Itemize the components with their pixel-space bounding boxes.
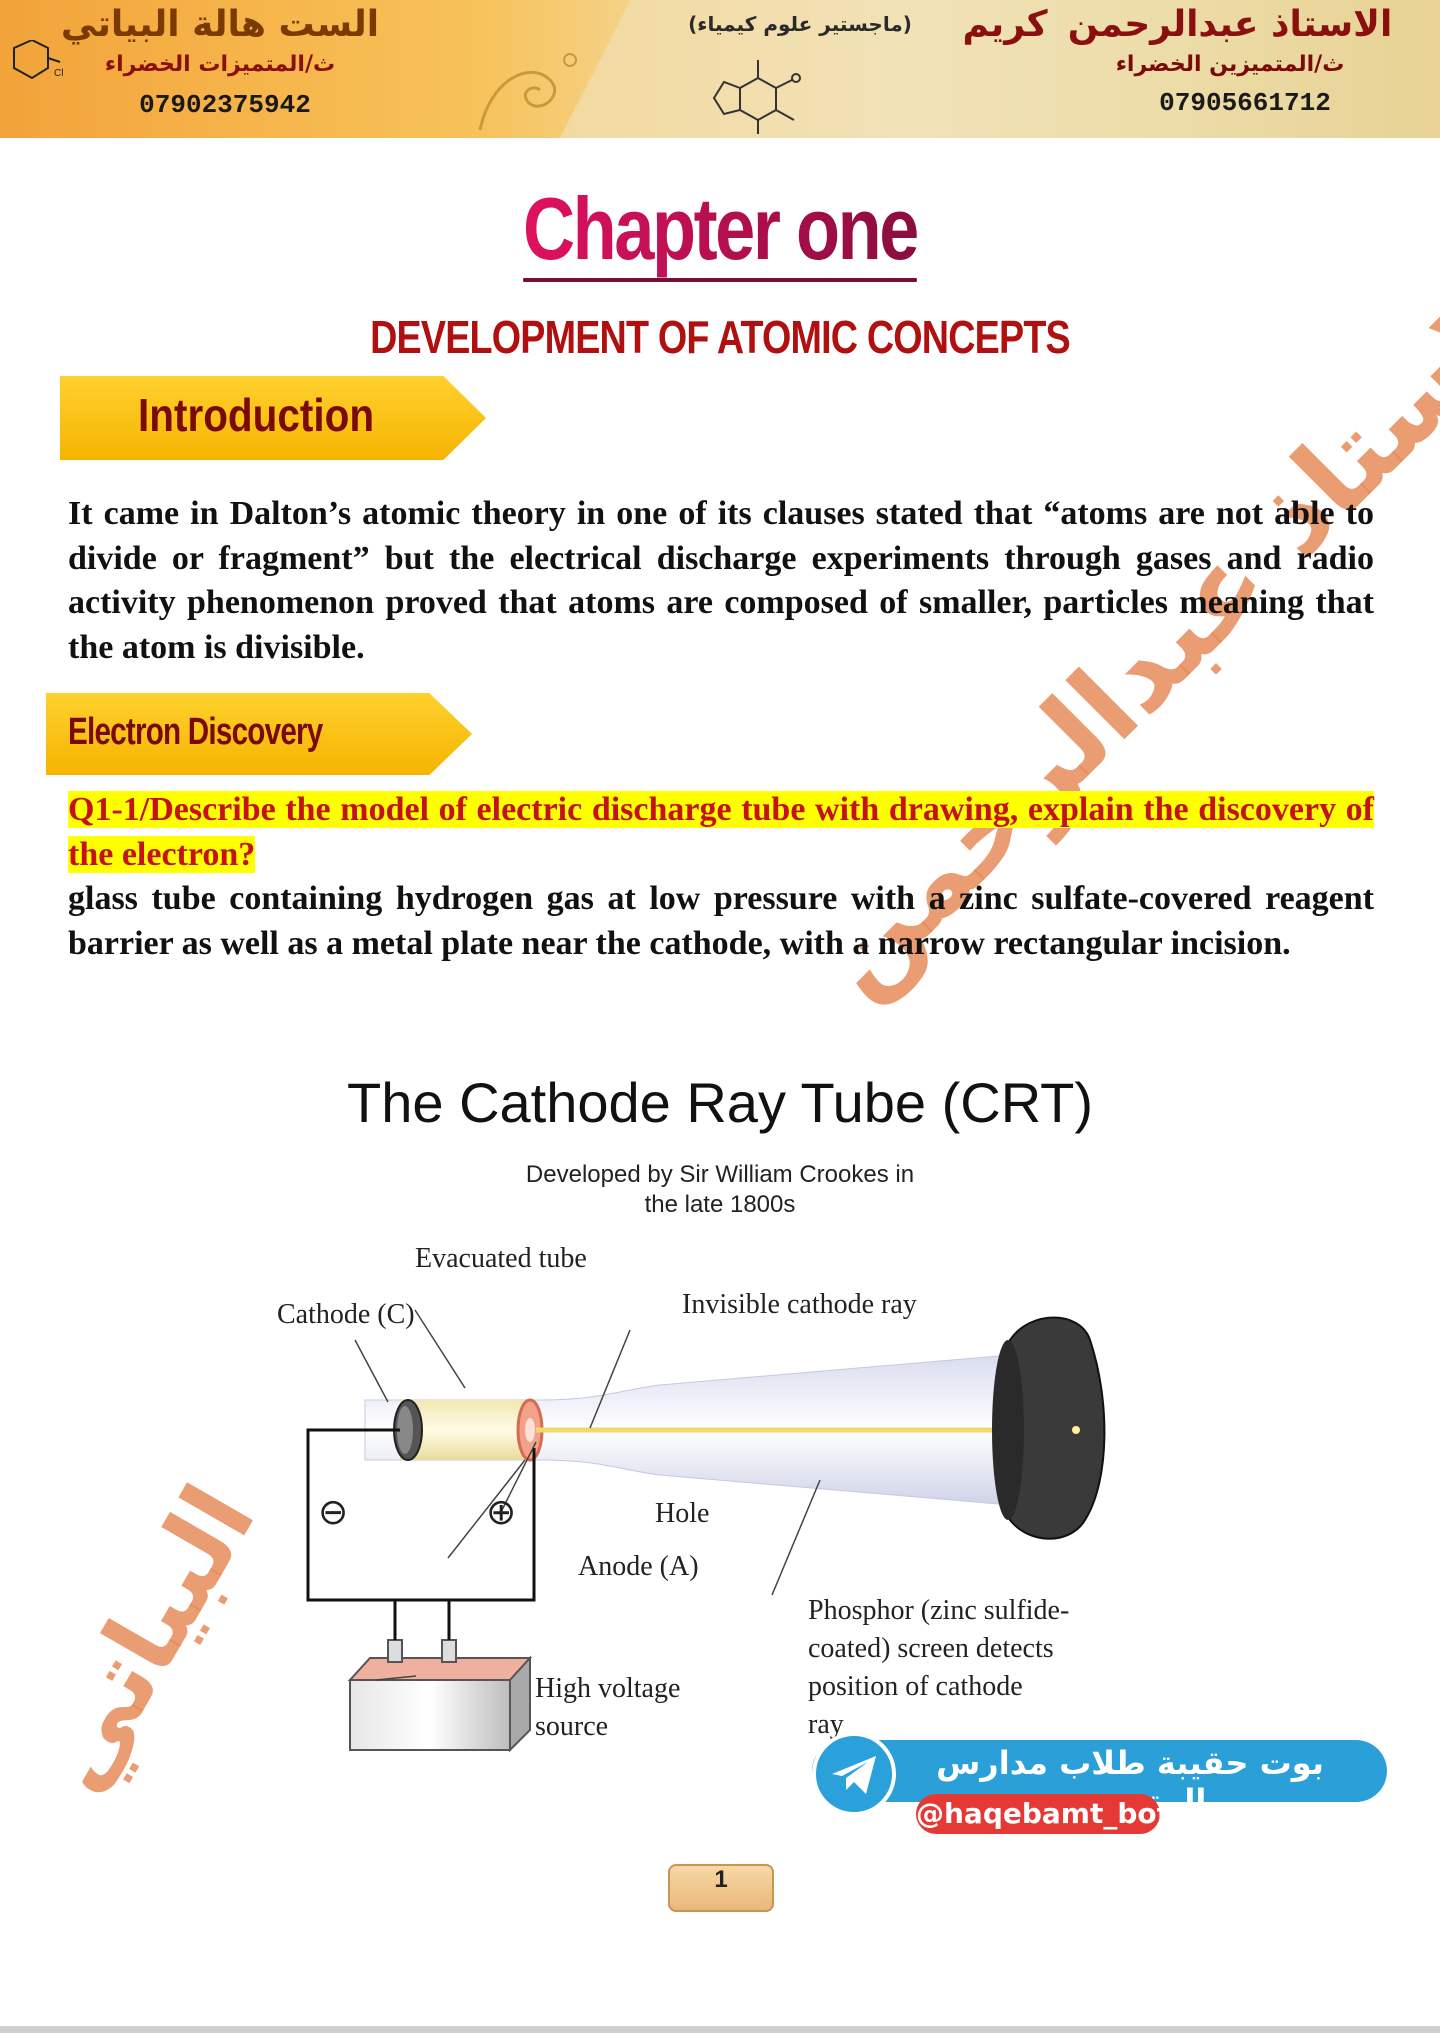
left-teacher-name: الست هالة البياتي	[60, 4, 380, 45]
screen-rim	[992, 1340, 1024, 1520]
answer-paragraph: glass tube containing hydrogen gas at lo…	[68, 880, 1374, 962]
label-anode: Anode (A)	[578, 1551, 699, 1582]
right-teacher-degree: (ماجستير علوم كيمياء)	[688, 12, 912, 36]
telegram-icon[interactable]	[812, 1732, 896, 1816]
label-high-voltage: High voltage source	[535, 1670, 680, 1746]
electron-discovery-label: Electron Discovery	[68, 711, 323, 753]
leader-phosphor	[771, 1479, 821, 1596]
benzene-ring-icon: Cl	[13, 40, 63, 80]
header-right-panel	[560, 0, 1440, 138]
left-school-name: ث/المتميزات الخضراء	[104, 52, 336, 77]
leader-ray	[589, 1329, 631, 1429]
introduction-paragraph: It came in Dalton’s atomic theory in one…	[68, 495, 1374, 666]
figure-subtitle-line1: Developed by Sir William Crookes in	[525, 1161, 915, 1188]
bottom-bar	[0, 2026, 1440, 2033]
label-phosphor: Phosphor (zinc sulfide- coated) screen d…	[808, 1592, 1069, 1744]
minus-symbol: ⊖	[318, 1492, 349, 1533]
leader-hv	[375, 1675, 417, 1681]
anode-hole	[525, 1418, 535, 1442]
leader-cathode	[354, 1339, 389, 1403]
ray-spot	[1072, 1426, 1080, 1434]
label-phosphor-line2: coated) screen detects	[808, 1633, 1054, 1664]
leader-evacuated	[414, 1309, 466, 1389]
molecule-structure-icon	[712, 60, 801, 134]
battery-terminal-negative	[387, 1639, 403, 1663]
introduction-label: Introduction	[138, 389, 375, 441]
left-phone-number: 07902375942	[139, 90, 311, 120]
right-phone-number: 07905661712	[1159, 88, 1331, 118]
label-phosphor-line1: Phosphor (zinc sulfide-	[808, 1595, 1070, 1626]
label-evacuated-tube: Evacuated tube	[415, 1243, 587, 1274]
label-cathode: Cathode (C)	[277, 1299, 415, 1330]
battery-body	[349, 1679, 511, 1751]
label-invisible-ray: Invisible cathode ray	[682, 1289, 917, 1320]
plus-symbol: ⊕	[486, 1492, 517, 1533]
svg-text:Cl: Cl	[54, 68, 63, 79]
watermark-side: البياتي	[11, 1466, 278, 1811]
leader-hole	[501, 1441, 537, 1511]
label-phosphor-line3: position of cathode	[808, 1671, 1023, 1702]
chapter-subtitle: DEVELOPMENT OF ATOMIC CONCEPTS	[370, 311, 1071, 363]
right-teacher-name: الاستاذ عبدالرحمن	[1067, 4, 1393, 45]
chapter-title: Chapter one	[130, 178, 1311, 282]
introduction-ribbon: Introduction	[60, 376, 486, 460]
question-text: Q1-1/Describe the model of electric disc…	[68, 788, 1374, 877]
telegram-bot-badge[interactable]	[812, 1740, 1387, 1802]
leader-anode	[447, 1459, 526, 1559]
page-number: 1	[668, 1864, 774, 1912]
figure-title: The Cathode Ray Tube (CRT)	[347, 1071, 1093, 1134]
crt-figure: The Cathode Ray Tube (CRT) Developed by …	[240, 1040, 1200, 1760]
crt-diagram	[306, 1309, 1106, 1753]
header-banner: Cl الست هالة البياتي ث/المتميزات الخضراء…	[0, 0, 1440, 138]
battery-terminal-positive	[441, 1639, 457, 1663]
phosphor-screen	[1009, 1316, 1106, 1540]
label-hv-line2: source	[535, 1711, 609, 1742]
chapter-title-text: Chapter one	[523, 179, 919, 282]
battery-side	[509, 1655, 531, 1753]
battery-top	[347, 1657, 533, 1681]
header-left-panel	[0, 0, 640, 138]
swirl-ornament-icon	[478, 53, 577, 131]
circuit-wire	[306, 1428, 536, 1602]
label-hv-line1: High voltage	[535, 1673, 681, 1704]
cathode-face	[397, 1406, 413, 1454]
right-teacher-surname: كريم	[962, 4, 1048, 45]
question-highlight: Q1-1/Describe the model of electric disc…	[68, 791, 1374, 873]
right-school-name: ث/المتميزين الخضراء	[1115, 52, 1345, 77]
figure-subtitle: Developed by Sir William Crookes in the …	[480, 1160, 960, 1220]
paper-plane-icon	[832, 1756, 876, 1794]
label-hole: Hole	[655, 1498, 710, 1529]
electron-discovery-ribbon: Electron Discovery	[46, 693, 472, 775]
telegram-handle[interactable]: @haqebamt_bot	[916, 1794, 1170, 1834]
figure-subtitle-line2: the late 1800s	[644, 1191, 796, 1218]
